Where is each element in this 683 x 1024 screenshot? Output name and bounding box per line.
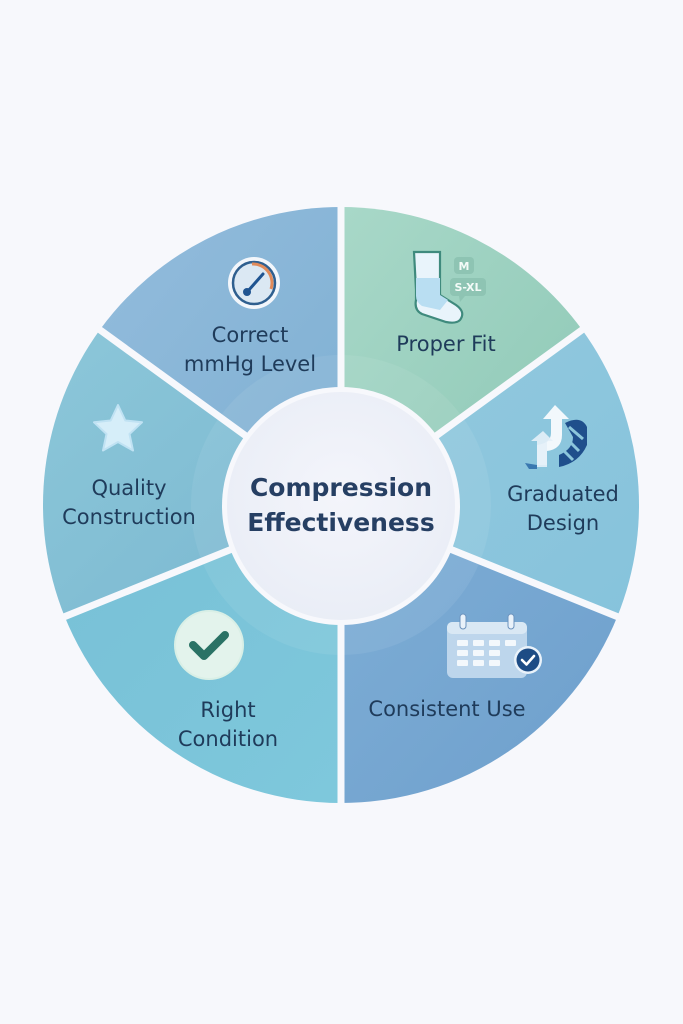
label-correct-mmhg-level: Correct mmHg Level [183,323,317,376]
label-right-condition: Right Condition [177,698,279,751]
segment-quality-construction [42,329,342,617]
svg-text:S-XL: S-XL [454,281,481,294]
center-title: Compression Effectiveness [247,473,435,537]
label-quality-construction: Quality Construction [62,476,196,529]
label-consistent-use: Consistent Use [368,697,526,721]
calendar-check-icon [447,613,542,678]
size-badge-sxl [450,278,486,296]
checkmark-icon [174,610,244,680]
label-proper-fit: Proper Fit [396,332,496,356]
svg-text:M: M [459,260,470,273]
star-icon [93,404,143,452]
size-badge-m [454,257,474,274]
sock-size-icon: M S-XL [412,250,486,324]
gauge-icon [228,257,280,309]
segment-graduated-design [341,329,640,617]
center-circle [227,392,455,620]
graduated-arrow-icon [525,405,587,469]
label-graduated-design: Graduated Design [507,482,619,535]
